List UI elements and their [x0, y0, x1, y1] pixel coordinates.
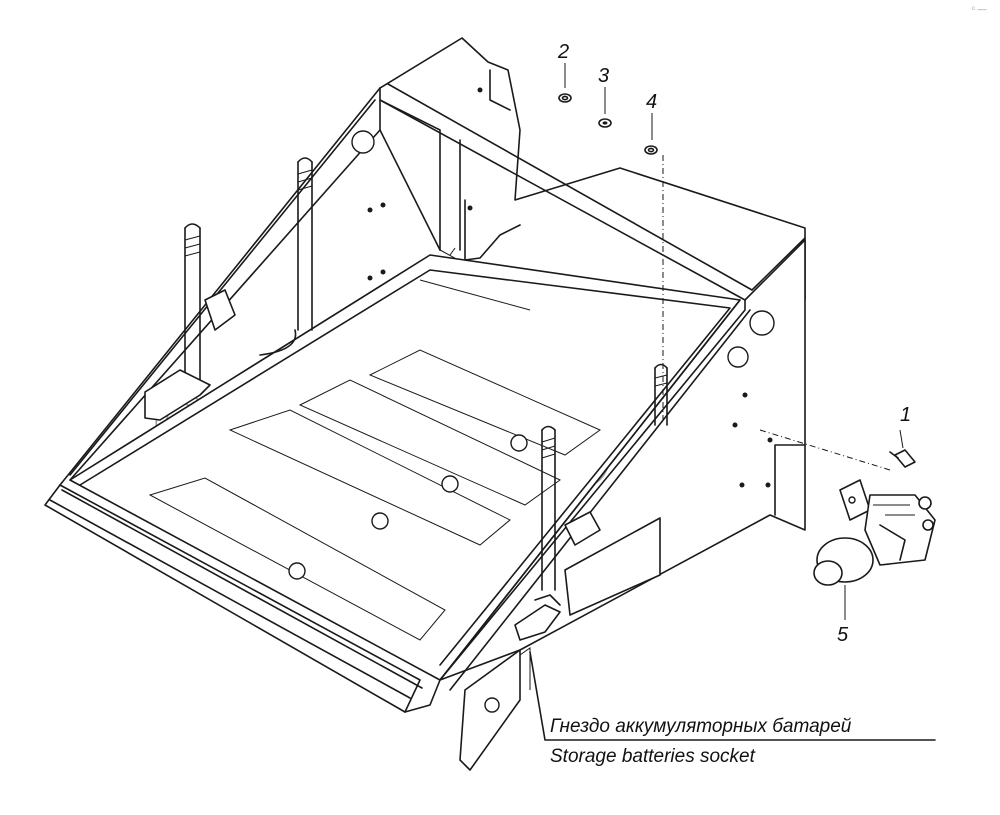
- mounting-bracket: [459, 647, 531, 771]
- caption-leader: [529, 651, 936, 741]
- battery-switch-5: [813, 479, 936, 586]
- callout-4: 4: [646, 91, 657, 113]
- hold-down-clamps: [144, 289, 601, 641]
- callout-1: 1: [900, 404, 911, 426]
- nut-2: [558, 93, 572, 103]
- callout-3: 3: [598, 65, 609, 87]
- axis-line-1: [759, 429, 891, 471]
- caption-russian: Гнездо аккумуляторных батарей: [550, 716, 852, 737]
- washer-4: [644, 145, 658, 155]
- callout-leaders: [564, 63, 653, 140]
- callout-2: 2: [557, 41, 569, 63]
- front-lip: [44, 484, 441, 713]
- callout-5: 5: [837, 624, 849, 646]
- leader-1: [899, 429, 904, 449]
- right-side-panel: [439, 239, 806, 691]
- mount-hole-lower: [727, 346, 749, 368]
- threaded-studs: [184, 157, 668, 591]
- lock-washer-3: [598, 118, 612, 128]
- label-plate: [564, 517, 661, 616]
- caption-english: Storage batteries socket: [550, 746, 756, 767]
- left-side-panel: [59, 87, 483, 486]
- side-hole: [351, 130, 375, 154]
- corner-mark: ᶜ —: [972, 4, 987, 14]
- mount-hole-upper: [749, 310, 775, 336]
- bolt-1: [889, 449, 916, 468]
